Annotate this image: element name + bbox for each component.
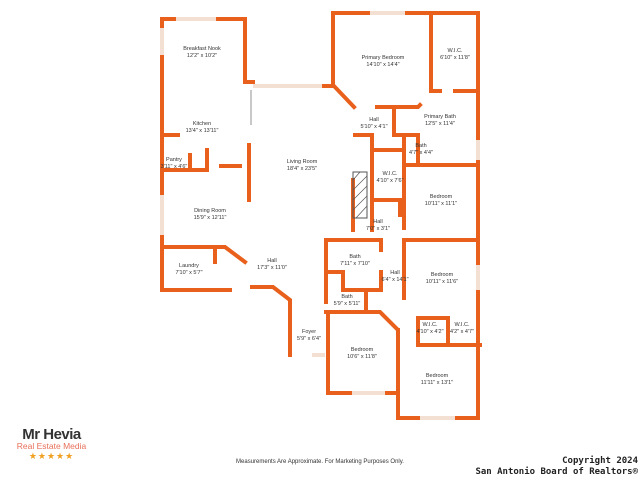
room-name: Laundry [179,263,199,269]
copyright: Copyright 2024 San Antonio Board of Real… [475,456,638,478]
logo-stars: ★★★★★ [28,451,75,461]
room-name: Bedroom [429,194,453,200]
room-dims: 13'4" x 13'11" [185,127,219,134]
room-name: Bath [415,143,427,149]
room-dims: 7'11" x 7'10" [340,260,370,267]
brand-logo: Mr Hevia Real Estate Media ★★★★★ [14,426,89,462]
room-name: Bath [341,294,353,300]
logo-name: Mr Hevia [22,426,81,443]
copyright-line2: San Antonio Board of Realtors® [475,467,638,477]
room-name: Breakfast Nook [183,46,221,52]
room-name: W.I.C. [447,48,463,54]
room-dims: 18'4" x 23'5" [286,165,318,172]
copyright-line1: Copyright 2024 [562,456,638,466]
room-name: Pantry [166,157,182,163]
room-name: Hall [373,219,383,225]
room-dims: 4'10" x 4'2" [416,328,444,335]
room-dims: 4'10" x 7'6" [376,177,404,184]
room-dims: 11'11" x 13'1" [420,379,454,386]
walls [160,11,482,420]
room-dims: 14'10" x 14'4" [366,61,400,68]
room-name: Bedroom [425,373,449,379]
room-dims: 6'4" x 14'1" [381,276,409,283]
room-name: Bedroom [350,347,374,353]
room-dims: 15'9" x 12'11" [193,214,227,221]
room-name: Primary Bath [424,114,456,120]
disclaimer: Measurements Are Approximate. For Market… [236,459,404,465]
room-name: Foyer [301,329,317,335]
room-name: W.I.C. [382,171,398,177]
logo-subtitle: Real Estate Media [16,441,87,451]
room-dims: 10'11" x 11'1" [424,200,458,207]
room-name: Primary Bedroom [361,55,405,61]
room-name: Hall [267,258,277,264]
room-dims: 6'10" x 11'8" [440,54,470,61]
room-dims: 12'2" x 10'2" [186,52,218,59]
room-name: Dining Room [194,208,226,214]
room-dims: 7'10" x 5'7" [175,269,203,276]
room-dims: 10'6" x 11'8" [347,353,377,360]
room-name: Kitchen [192,121,212,127]
room-dims: 12'5" x 11'4" [425,120,455,127]
room-wic-hall: W.I.C.4'10" x 7'6" [376,171,403,184]
room-wic-primary: W.I.C.6'10" x 11'8" [440,48,470,61]
room-dims: 7'0" x 3'1" [365,225,391,232]
room-name: Hall [390,270,400,276]
room-wic-b: W.I.C.4'2" x 4'7" [450,322,474,335]
room-name: W.I.C. [454,322,470,328]
room-dims: 4'2" x 4'7" [449,328,475,335]
room-dims: 4'7" x 4'4" [408,149,434,156]
room-dims: 5'9" x 5'11" [333,300,361,307]
room-name: W.I.C. [422,322,438,328]
room-dims: 5'9" x 6'4" [296,335,322,342]
room-dims: 10'11" x 11'6" [425,278,459,285]
room-wic-a: W.I.C.4'10" x 4'2" [416,322,443,335]
room-name: Bedroom [430,272,454,278]
fireplace [352,171,368,219]
room-dims: 17'3" x 11'0" [257,264,287,271]
room-name: Hall [369,117,379,123]
room-dims: 3'11" x 4'6" [160,163,188,170]
room-name: Living Room [286,159,318,165]
room-dims: 5'10" x 4'1" [360,123,388,130]
windows [160,11,480,420]
room-name: Bath [349,254,361,260]
